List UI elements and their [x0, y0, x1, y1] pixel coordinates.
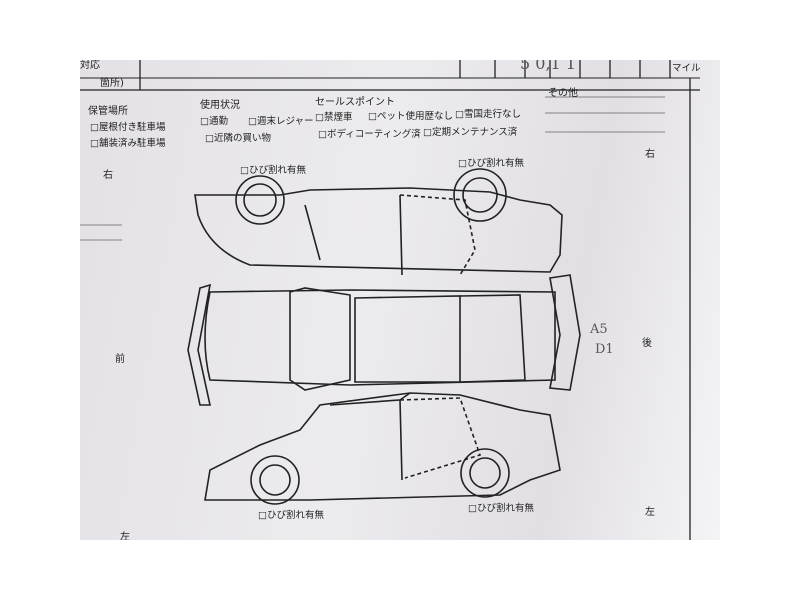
- car-top-view: [187, 274, 581, 406]
- label-right-1: 右: [103, 170, 113, 181]
- crack-check-front-left[interactable]: □ひび割れ有無: [258, 510, 324, 521]
- other-title: その他: [548, 88, 578, 99]
- sales-option-no-snow[interactable]: □雪国走行なし: [455, 109, 521, 120]
- car-right-side-view: [194, 168, 563, 276]
- handwritten-note-d1: D1: [595, 342, 614, 357]
- crack-check-rear-left[interactable]: □ひび割れ有無: [468, 503, 534, 514]
- sales-option-no-pets[interactable]: □ペット使用歴なし: [368, 111, 453, 122]
- label-left-2: 左: [120, 532, 130, 540]
- location-label: 箇所): [100, 78, 124, 89]
- usage-title: 使用状況: [200, 100, 240, 111]
- label-front: 前: [115, 354, 125, 365]
- label-right-2: 右: [645, 149, 655, 160]
- label-left-1: 左: [645, 507, 655, 518]
- car-left-side-view: [204, 392, 561, 505]
- usage-option-commute[interactable]: □通勤: [200, 116, 228, 127]
- storage-option-paved[interactable]: □舗装済み駐車場: [90, 138, 166, 149]
- storage-title: 保管場所: [88, 106, 128, 117]
- header-partial-label: 対応: [80, 60, 100, 71]
- handwritten-note-a5: A5: [590, 322, 608, 337]
- sheet-lines: [80, 60, 700, 540]
- storage-option-roofed[interactable]: □屋根付き駐車場: [90, 122, 166, 133]
- sales-option-coating[interactable]: □ボディコーティング済: [318, 129, 421, 140]
- label-rear: 後: [642, 338, 652, 349]
- mileage-unit: マイル: [672, 63, 701, 74]
- mileage-handwritten: 5 0,1 1: [520, 60, 576, 73]
- sales-option-nonsmoking[interactable]: □禁煙車: [315, 112, 353, 123]
- inspection-sheet-photo: 対応 箇所) 5 0,1 1 マイル 保管場所 □屋根付き駐車場 □舗装済み駐車…: [80, 60, 720, 540]
- usage-option-weekend[interactable]: □週末レジャー: [248, 116, 314, 127]
- sales-points-title: セールスポイント: [315, 97, 395, 108]
- crack-check-front-right[interactable]: □ひび割れ有無: [240, 165, 306, 176]
- crack-check-rear-right[interactable]: □ひび割れ有無: [458, 158, 524, 169]
- sales-option-maintenance[interactable]: □定期メンテナンス済: [423, 127, 518, 138]
- usage-option-shopping[interactable]: □近隣の買い物: [205, 133, 271, 144]
